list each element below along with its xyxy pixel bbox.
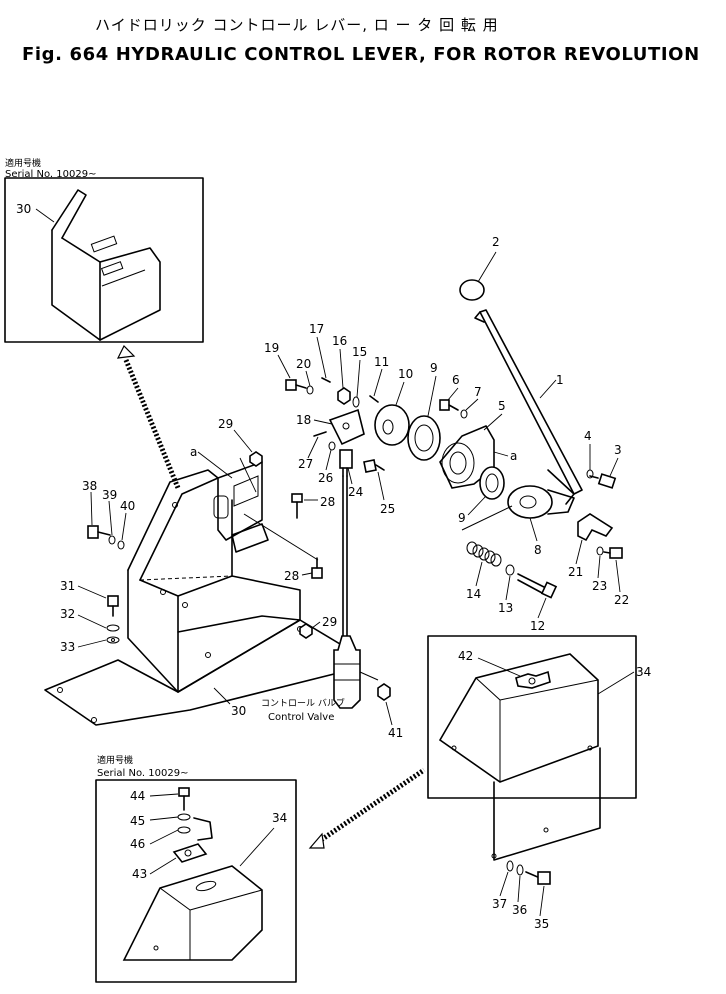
callout-13: 13: [498, 601, 513, 615]
callout-42: 42: [458, 649, 473, 663]
callout-25: 25: [380, 502, 395, 516]
callout-3: 3: [614, 443, 622, 457]
spring-14: [466, 541, 502, 567]
inset-bottom-left: 適用号機 Serial No. 10029~ 43 44 45 46 34: [95, 754, 297, 983]
inset-applicable-label: 適用号機: [5, 157, 41, 169]
callout-46: 46: [130, 837, 145, 851]
callout-44: 44: [130, 789, 145, 803]
callout-23: 23: [592, 579, 607, 593]
callout-9b: 9: [458, 511, 466, 525]
callout-11: 11: [374, 355, 389, 369]
inset-slot-2: [100, 261, 124, 276]
callout-28b: 28: [284, 569, 299, 583]
callout-5: 5: [498, 399, 506, 413]
callout-39: 39: [102, 488, 117, 502]
control-valve-label-en: Control Valve: [268, 712, 334, 723]
hardware-31-32-33: 31 32 33: [60, 579, 120, 654]
inset-bottom-serial: Serial No. 10029~: [97, 768, 188, 779]
callout-1: 1: [556, 373, 564, 387]
callout-35: 35: [534, 917, 549, 931]
callout-40: 40: [120, 499, 135, 513]
callout-10: 10: [398, 367, 413, 381]
cover-34: 42 34: [427, 635, 651, 861]
callout-20: 20: [296, 357, 311, 371]
callout-33: 33: [60, 640, 75, 654]
callout-16: 16: [332, 334, 347, 348]
bracket-hidden-edge: [139, 575, 233, 581]
inset-slot-1: [90, 235, 118, 253]
callout-4: 4: [584, 429, 592, 443]
callout-34: 34: [636, 665, 651, 679]
bracket-arm: [127, 469, 219, 581]
inset-frame-bottom: [95, 779, 297, 983]
guard-bracket-30: 30: [44, 469, 351, 726]
callout-38: 38: [82, 479, 97, 493]
title-english: Fig. 664 HYDRAULIC CONTROL LEVER, FOR RO…: [22, 44, 700, 65]
title-japanese: ハイドロリック コントロール レバー, ロ ー タ 回 転 用: [95, 16, 499, 34]
callout-28: 28: [320, 495, 335, 509]
callout-22: 22: [614, 593, 629, 607]
cover-frame: [427, 635, 637, 799]
hardware-35-36-37: 37 36 35: [492, 860, 551, 931]
callout-18: 18: [296, 413, 311, 427]
callout-19: 19: [264, 341, 279, 355]
inset-edge-line: [101, 269, 146, 287]
inset-guard-body: [99, 247, 161, 341]
control-valve: コントロール バルブ Control Valve 41: [261, 475, 403, 740]
inset-guard-front: [61, 237, 101, 341]
callout-30b: 30: [231, 704, 246, 718]
callout-2: 2: [492, 235, 500, 249]
inset-guard-arm: [51, 189, 87, 239]
callout-43: 43: [132, 867, 147, 881]
callout-7: 7: [474, 385, 482, 399]
callout-29b: 29: [322, 615, 337, 629]
callout-6: 6: [452, 373, 460, 387]
lever-rod: [479, 309, 583, 495]
mount-plate: a 28 28 29 29: [190, 417, 337, 639]
callout-29: 29: [218, 417, 233, 431]
bracket-floor-edge: [177, 615, 301, 633]
callout-21: 21: [568, 565, 583, 579]
callout-26: 26: [318, 471, 333, 485]
inset-guard-side: [51, 229, 101, 341]
arrow-inset-bottom: [308, 767, 426, 849]
arrow-inset-top: [116, 344, 181, 489]
callout-31: 31: [60, 579, 75, 593]
ref-letter-a: a: [190, 445, 197, 459]
callout-34b: 34: [272, 811, 287, 825]
control-valve-label-jp: コントロール バルブ: [261, 697, 345, 709]
bracket-top: [177, 575, 301, 693]
callout-24: 24: [348, 485, 363, 499]
callout-12: 12: [530, 619, 545, 633]
callout-37: 37: [492, 897, 507, 911]
lever-assembly: 9 6 7 5 a 9 2 1 8: [407, 235, 629, 633]
callout-36: 36: [512, 903, 527, 917]
ref-letter-a-2: a: [510, 449, 517, 463]
callout-41: 41: [388, 726, 403, 740]
inset-bottom-applicable-label: 適用号機: [97, 754, 133, 766]
inset-top-left: 適用号機 Serial No. 10029~ 30: [4, 157, 204, 343]
linkage-parts: 19 20 17 16 15 11 10 18 27: [264, 322, 413, 516]
callout-15: 15: [352, 345, 367, 359]
callout-32: 32: [60, 607, 75, 621]
hardware-38-39-40: 38 39 40: [82, 479, 135, 550]
bracket-side-left: [127, 569, 179, 693]
callout-9: 9: [430, 361, 438, 375]
callout-27: 27: [298, 457, 313, 471]
callout-14: 14: [466, 587, 481, 601]
callout-8: 8: [534, 543, 542, 557]
mount-plate-outline: [217, 461, 263, 541]
inset-serial: Serial No. 10029~: [5, 169, 96, 180]
inset-frame: [4, 177, 204, 343]
callout-45: 45: [130, 814, 145, 828]
callout-30: 30: [16, 202, 31, 216]
callout-17: 17: [309, 322, 324, 336]
